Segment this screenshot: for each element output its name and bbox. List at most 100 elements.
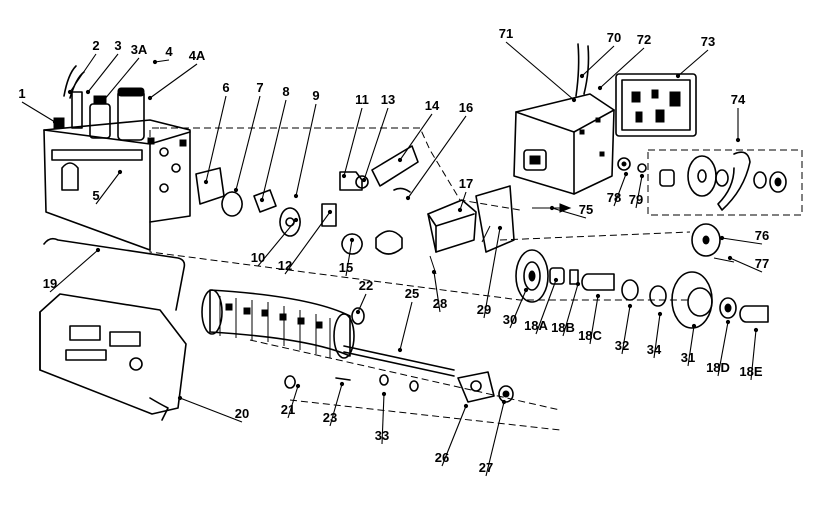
callout-c-26: 26 xyxy=(435,450,449,465)
leader-line-c-79 xyxy=(635,175,643,209)
callout-c-10: 10 xyxy=(251,250,265,265)
leader-tip-c-18c xyxy=(595,293,601,299)
leader-tip-c-20 xyxy=(177,395,183,401)
callout-c-70: 70 xyxy=(607,30,621,45)
leader-tip-c-18e xyxy=(753,327,759,333)
leader-line-c-20 xyxy=(179,397,243,423)
callout-c-18b: 18B xyxy=(551,320,575,335)
leader-line-c-77 xyxy=(729,257,763,273)
leader-line-c-11 xyxy=(343,107,363,177)
leader-line-c-12 xyxy=(284,211,331,275)
leader-tip-c-3a xyxy=(101,97,107,103)
leader-tip-c-4a xyxy=(147,95,153,101)
leader-tip-c-13 xyxy=(361,177,367,183)
leader-tip-c-18d xyxy=(725,319,731,325)
leader-line-c-9 xyxy=(295,103,317,197)
leader-line-c-30 xyxy=(509,289,527,329)
leader-tip-c-16 xyxy=(405,195,411,201)
leader-tip-c-21 xyxy=(295,383,301,389)
callout-c-9: 9 xyxy=(312,88,319,103)
leader-line-c-23 xyxy=(329,383,343,427)
leader-line-c-76 xyxy=(721,237,763,245)
leader-line-c-33 xyxy=(381,393,385,445)
leader-tip-c-6 xyxy=(203,179,209,185)
leader-tip-c-19 xyxy=(95,247,101,253)
assembly-outlines xyxy=(149,127,803,431)
drive-shaft-parts xyxy=(343,345,514,403)
leader-tip-c-25 xyxy=(397,347,403,353)
callout-c-31: 31 xyxy=(681,350,695,365)
leader-line-c-25 xyxy=(399,301,413,351)
leader-line-c-8 xyxy=(261,99,287,201)
leader-tip-c-75 xyxy=(549,205,555,211)
callout-c-72: 72 xyxy=(637,32,651,47)
leader-line-c-18b xyxy=(562,283,579,337)
callout-c-17: 17 xyxy=(459,176,473,191)
leader-tip-c-23 xyxy=(339,381,345,387)
leader-line-c-32 xyxy=(621,305,631,355)
callout-c-29: 29 xyxy=(477,302,491,317)
callout-c-33: 33 xyxy=(375,428,389,443)
callout-c-15: 15 xyxy=(339,260,353,275)
callout-c-23: 23 xyxy=(323,410,337,425)
leader-line-c-17 xyxy=(459,191,467,211)
gear-train-parts xyxy=(195,145,419,255)
callout-c-4: 4 xyxy=(165,44,173,59)
leader-line-c-18e xyxy=(750,329,757,381)
callout-c-32: 32 xyxy=(615,338,629,353)
callout-c-3a: 3A xyxy=(131,42,148,57)
leader-line-c-73 xyxy=(677,49,709,77)
callout-c-1: 1 xyxy=(18,86,25,101)
leader-tip-c-7 xyxy=(233,187,239,193)
leader-line-c-72 xyxy=(599,47,645,89)
callout-c-11: 11 xyxy=(355,92,369,107)
callout-c-21: 21 xyxy=(281,402,295,417)
leader-line-c-4 xyxy=(154,59,170,63)
callout-c-19: 19 xyxy=(43,276,57,291)
callout-c-18e: 18E xyxy=(739,364,762,379)
callout-c-2: 2 xyxy=(92,38,99,53)
leader-tip-c-72 xyxy=(597,85,603,91)
leader-tip-c-11 xyxy=(341,173,347,179)
callout-c-14: 14 xyxy=(425,98,440,113)
leader-line-c-29 xyxy=(483,227,501,319)
callout-c-6: 6 xyxy=(222,80,229,95)
leader-line-c-75 xyxy=(551,207,587,219)
leader-line-c-34 xyxy=(653,313,661,359)
callout-c-7: 7 xyxy=(256,80,263,95)
leader-line-c-10 xyxy=(257,219,297,267)
callout-c-12: 12 xyxy=(278,258,292,273)
leader-line-c-28 xyxy=(433,271,441,313)
clutch-assembly xyxy=(659,151,787,263)
callout-c-27: 27 xyxy=(479,460,493,475)
leader-line-c-4a xyxy=(149,63,198,99)
callout-c-76: 76 xyxy=(755,228,769,243)
callout-c-18a: 18A xyxy=(524,318,548,333)
callout-c-13: 13 xyxy=(381,92,395,107)
leader-line-c-18a xyxy=(535,279,557,335)
leader-tip-c-14 xyxy=(397,157,403,163)
leader-line-c-78 xyxy=(613,173,627,207)
cover-plate xyxy=(39,293,187,421)
cam-drum xyxy=(201,289,365,389)
leader-line-c-31 xyxy=(687,325,695,367)
callout-c-74: 74 xyxy=(731,92,746,107)
leader-tip-c-10 xyxy=(293,217,299,223)
leader-line-c-71 xyxy=(505,41,575,101)
callout-c-77: 77 xyxy=(755,256,769,271)
leader-line-c-26 xyxy=(441,405,467,467)
callout-c-20: 20 xyxy=(235,406,249,421)
leader-tip-c-79 xyxy=(639,173,645,179)
leader-tip-c-18a xyxy=(553,277,559,283)
callout-c-18d: 18D xyxy=(706,360,730,375)
leader-tip-c-27 xyxy=(501,399,507,405)
leader-tip-c-4 xyxy=(152,59,158,65)
leader-tip-c-70 xyxy=(579,73,585,79)
leader-line-c-21 xyxy=(287,385,299,419)
leader-tip-c-77 xyxy=(727,255,733,261)
callout-c-3: 3 xyxy=(114,38,121,53)
leader-tip-c-33 xyxy=(381,391,387,397)
leader-tip-c-9 xyxy=(293,193,299,199)
callout-c-78: 78 xyxy=(607,190,621,205)
